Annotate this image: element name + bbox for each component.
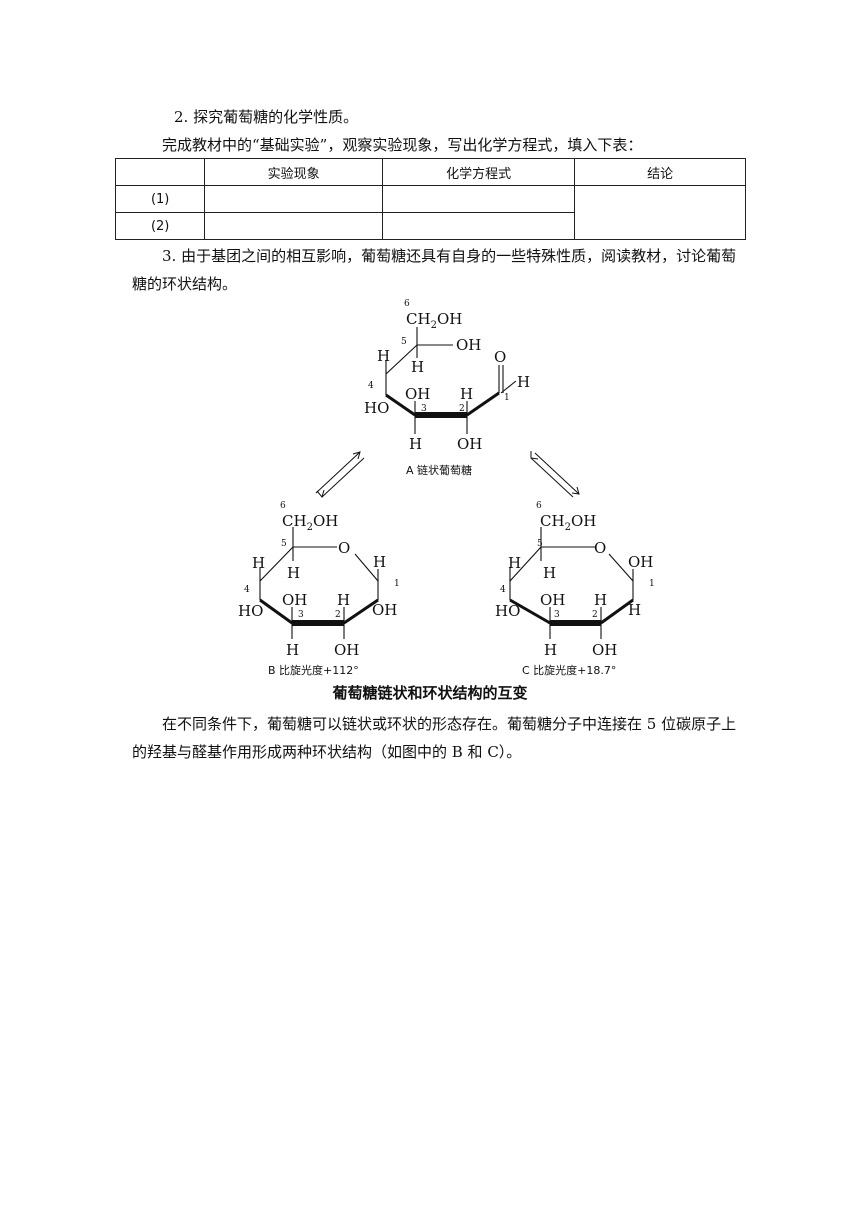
structure-b-label: B 比旋光度+112° [268, 663, 359, 677]
section-2-heading: 2. 探究葡萄糖的化学性质。 [174, 108, 359, 126]
ho-label: HO [495, 602, 520, 620]
ring-o-label: O [594, 539, 606, 557]
carbon-6-number: 6 [280, 501, 286, 511]
carbon-3-number: 3 [421, 404, 427, 414]
table-instruction: 完成教材中的“基础实验”，观察实验现象，写出化学方程式，填入下表： [162, 136, 643, 154]
header-equation: 化学方程式 [381, 158, 576, 186]
carbon-3-number: 3 [298, 610, 304, 620]
oh-label: OH [628, 553, 653, 571]
row-label: (2) [114, 212, 206, 240]
carbon-1-number: 1 [394, 579, 400, 589]
structure-b-labels: 6 CH2OH 5 O H H 4 HO OH 3 H 2 H 1 OH H O… [238, 501, 400, 677]
row-label: (1) [114, 185, 206, 213]
carbon-6-number: 6 [536, 501, 542, 511]
equation-cell[interactable] [381, 185, 576, 213]
h-label: H [508, 554, 521, 572]
structure-a-label: A 链状葡萄糖 [406, 463, 472, 477]
carbon-2-number: 2 [459, 404, 465, 414]
header-phenomenon: 实验现象 [204, 158, 383, 186]
ho-label: HO [238, 602, 263, 620]
o-label: O [494, 348, 506, 366]
ch2oh-group: CH2OH [282, 512, 338, 533]
h-label: H [287, 564, 300, 582]
figure-caption: 葡萄糖链状和环状结构的互变 [332, 684, 528, 702]
experiment-table: 实验现象 化学方程式 结论 (1) (2) [114, 158, 746, 240]
ho-label: HO [364, 399, 389, 417]
glucose-structure-figure: 6 CH2OH 5 OH H H 4 HO OH 3 H 2 O H 1 H O… [220, 294, 660, 684]
carbon-4-number: 4 [368, 381, 374, 391]
h-label: H [377, 347, 390, 365]
structure-a-chain [385, 327, 517, 434]
carbon-4-number: 4 [500, 585, 506, 595]
h-label: H [252, 554, 265, 572]
phenomenon-cell[interactable] [204, 185, 383, 213]
carbon-1-number: 1 [649, 579, 655, 589]
carbon-1-number: 1 [504, 393, 510, 403]
carbon-5-number: 5 [537, 539, 543, 549]
carbon-6-number: 6 [404, 299, 410, 309]
carbon-3-number: 3 [554, 610, 560, 620]
h-label: H [460, 385, 473, 403]
h-label: H [373, 553, 386, 571]
h-label: H [517, 373, 530, 391]
structure-c-labels: 6 CH2OH 5 O H H 4 HO OH 3 H 2 OH 1 H H O… [495, 501, 655, 677]
table-row: (2) [114, 212, 746, 240]
header-conclusion: 结论 [574, 158, 746, 186]
h-label: H [286, 641, 299, 659]
equilibrium-arrow-right [530, 451, 580, 498]
closing-paragraph: 在不同条件下，葡萄糖可以链状或环状的形态存在。葡萄糖分子中连接在 5 位碳原子上… [132, 715, 737, 761]
equation-cell[interactable] [381, 212, 576, 240]
phenomenon-cell[interactable] [204, 212, 383, 240]
h-label: H [544, 641, 557, 659]
structure-a-labels: 6 CH2OH 5 OH H H 4 HO OH 3 H 2 O H 1 H O… [364, 299, 530, 477]
carbon-2-number: 2 [335, 610, 341, 620]
h-label: H [594, 591, 607, 609]
carbon-2-number: 2 [592, 610, 598, 620]
oh-label: OH [456, 336, 481, 354]
equilibrium-arrow-left [315, 451, 365, 499]
conclusion-cell[interactable] [574, 185, 746, 240]
oh-label: OH [592, 641, 617, 659]
ring-o-label: O [338, 539, 350, 557]
oh-label: OH [457, 435, 482, 453]
structure-b-ring [259, 527, 379, 639]
carbon-5-number: 5 [281, 539, 287, 549]
carbon-4-number: 4 [244, 585, 250, 595]
table-row: (1) [114, 185, 746, 240]
h-label: H [411, 358, 424, 376]
structure-c-label: C 比旋光度+18.7° [522, 663, 616, 677]
h-label: H [628, 601, 641, 619]
oh-label: OH [334, 641, 359, 659]
oh-label: OH [372, 601, 397, 619]
oh-label: OH [540, 591, 565, 609]
carbon-5-number: 5 [401, 337, 407, 347]
header-blank [114, 158, 206, 186]
h-label: H [337, 591, 350, 609]
glucose-structures-svg: 6 CH2OH 5 OH H H 4 HO OH 3 H 2 O H 1 H O… [238, 299, 655, 677]
ch2oh-group: CH2OH [406, 310, 462, 331]
h-label: H [409, 435, 422, 453]
ch2oh-group: CH2OH [540, 512, 596, 533]
table-header-row: 实验现象 化学方程式 结论 [114, 158, 746, 186]
section-3-heading: 3. 由于基团之间的相互影响，葡萄糖还具有自身的一些特殊性质，阅读教材，讨论葡萄… [132, 247, 737, 293]
oh-label: OH [405, 385, 430, 403]
oh-label: OH [282, 591, 307, 609]
h-label: H [543, 564, 556, 582]
structure-c-ring [509, 527, 634, 639]
